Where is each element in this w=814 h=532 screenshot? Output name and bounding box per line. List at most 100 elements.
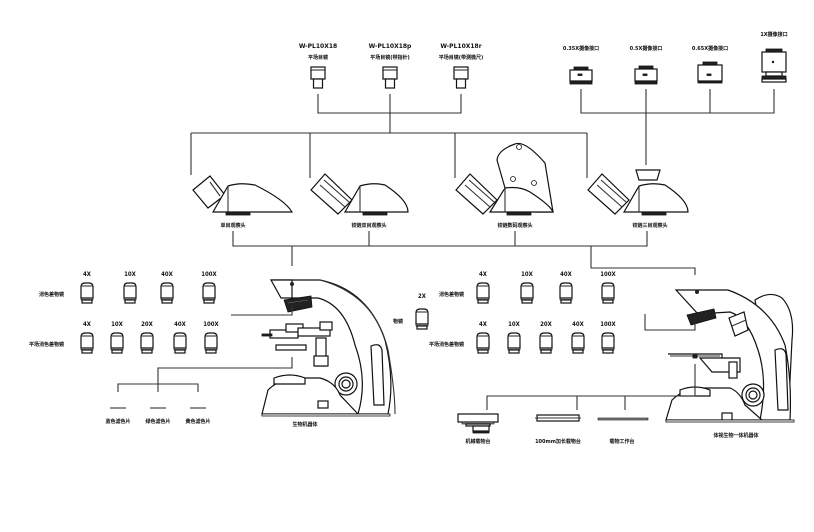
- objective-lens: 40X: [160, 271, 174, 304]
- filter-green: 绿色滤色片: [145, 407, 171, 425]
- objective-body-icon: [539, 332, 553, 349]
- left-objectives: 消色差物镜 平场消色差物镜 4X 10X 40X 100X 4X 10X 20X 40X 10…: [29, 271, 220, 354]
- head-digital: 铰链数码观察头: [455, 142, 554, 229]
- objective-magnification: 4X: [479, 321, 488, 328]
- objective-body-icon: [80, 282, 94, 299]
- eyepiece-model: W-PL10X18: [299, 43, 337, 50]
- objective-lens: 10X: [123, 271, 137, 304]
- extended-stage: 100mm加长载物台: [535, 414, 581, 445]
- objective-body-icon: [80, 332, 94, 349]
- achromatic-objective-label: 消色差物镜: [39, 291, 64, 298]
- stage-platform: 载物工作台: [597, 417, 649, 445]
- objective-body-icon: [559, 282, 573, 299]
- head-monocular: 单目观察头: [192, 175, 294, 229]
- objective-body-icon: [160, 282, 174, 299]
- heads-bottom-connector: [232, 231, 696, 275]
- objective-magnification: 4X: [479, 271, 488, 278]
- objective-magnification: 40X: [161, 271, 174, 278]
- eyepiece-1: W-PL10X18 平场目镜: [299, 43, 337, 89]
- objective-lens: 10X: [507, 321, 521, 354]
- objective-magnification: 100X: [201, 271, 217, 278]
- objective-body-icon: [204, 332, 218, 349]
- body-label: 生物机器体: [292, 421, 318, 428]
- svg-text:蓝色滤色片: 蓝色滤色片: [105, 418, 130, 425]
- objective-magnification: 10X: [124, 271, 137, 278]
- objective-body-icon: [140, 332, 154, 349]
- objective-magnification: 100X: [203, 321, 219, 328]
- adapter-label: 0.5X摄像接口: [630, 45, 663, 52]
- objective-body-icon: [173, 332, 187, 349]
- camera-adapter-1: 0.35X摄像接口: [563, 45, 599, 85]
- objective-lens: 2X: [415, 293, 429, 330]
- head-label: 铰链双目观察头: [351, 222, 386, 229]
- objective-lens: 100X: [201, 271, 218, 304]
- objective-body-icon: [110, 332, 124, 349]
- head-label: 铰链三目观察头: [632, 222, 667, 229]
- objective-body-icon: [601, 282, 615, 299]
- objective-magnification: 4X: [83, 271, 92, 278]
- objective-lens: 20X: [539, 321, 553, 354]
- heads-connector: [190, 132, 588, 178]
- plan-objective-label: 平场消色差物镜: [29, 341, 64, 348]
- objective-body-icon: [476, 332, 490, 349]
- head-binocular: 铰链双目观察头: [310, 173, 409, 229]
- eyepiece-desc: 平场目镜(带指针): [370, 54, 410, 61]
- objective-lens: 4X: [80, 321, 94, 354]
- left-microscope-body: 生物机器体: [117, 279, 396, 428]
- objective-magnification: 10X: [521, 271, 534, 278]
- adapter-label: 0.35X摄像接口: [563, 45, 599, 52]
- objective-magnification: 20X: [540, 321, 553, 328]
- filter-group: 蓝色滤色片 绿色滤色片 黄色滤色片: [105, 407, 211, 425]
- objective-lens: 100X: [203, 321, 220, 354]
- objective-magnification: 10X: [111, 321, 124, 328]
- body-label: 体视生物一体机器体: [713, 432, 759, 439]
- objective-lens: 40X: [559, 271, 573, 304]
- svg-text:绿色滤色片: 绿色滤色片: [145, 418, 170, 425]
- objective-body-icon: [476, 282, 490, 299]
- adapter-connector: [580, 89, 775, 165]
- camera-adapter-3: 0.65X摄像接口: [692, 45, 728, 84]
- right-microscope-body: 体视生物一体机器体: [486, 289, 795, 439]
- objective-magnification: 100X: [600, 321, 616, 328]
- objective-body-icon: [520, 282, 534, 299]
- eyepiece-desc: 平场目镜(带测微尺): [439, 54, 484, 61]
- camera-adapter-2: 0.5X摄像接口: [630, 45, 663, 85]
- svg-text:100mm加长载物台: 100mm加长载物台: [535, 438, 581, 445]
- objective-lens: 4X: [476, 271, 490, 304]
- eyepiece-model: W-PL10X18r: [440, 43, 481, 50]
- objective-body-icon: [202, 282, 216, 299]
- objective-magnification: 2X: [418, 293, 427, 300]
- objective-lens: 4X: [80, 271, 94, 304]
- head-trinocular: 铰链三目观察头: [587, 169, 689, 229]
- objective-lens: 4X: [476, 321, 490, 354]
- eyepiece-desc: 平场目镜: [308, 54, 328, 61]
- filter-blue: 蓝色滤色片: [105, 407, 131, 425]
- svg-text:黄色滤色片: 黄色滤色片: [185, 418, 210, 425]
- eyepiece-model: W-PL10X18p: [369, 43, 412, 50]
- head-label: 单目观察头: [220, 222, 245, 229]
- eyepiece-3: W-PL10X18r 平场目镜(带测微尺): [439, 43, 484, 89]
- camera-adapter-4: 1X摄像接口: [760, 31, 788, 83]
- objective-lens: 100X: [600, 271, 617, 304]
- achromatic-objective-label: 消色差物镜: [439, 291, 464, 298]
- stage-accessory-group: 机械载物台 100mm加长载物台 载物工作台: [457, 413, 649, 445]
- objective-lens: 40X: [571, 321, 585, 354]
- camera-adapter-group: 0.35X摄像接口 0.5X摄像接口 0.65X摄像接口 1X摄像接口: [563, 31, 788, 165]
- eyepiece-group: W-PL10X18 平场目镜 W-PL10X18p 平场目镜(带指针) W-PL…: [299, 43, 483, 133]
- objective-body-icon: [571, 332, 585, 349]
- objective-lens: 20X: [140, 321, 154, 354]
- objective-lens: 10X: [110, 321, 124, 354]
- objective-magnification: 10X: [508, 321, 521, 328]
- head-label: 铰链数码观察头: [497, 222, 532, 229]
- svg-text:载物工作台: 载物工作台: [609, 438, 634, 445]
- eyepiece-connector: [317, 94, 462, 133]
- objective-magnification: 40X: [572, 321, 585, 328]
- objective-lens: 10X: [520, 271, 534, 304]
- objective-lens: 40X: [173, 321, 187, 354]
- svg-text:机械载物台: 机械载物台: [464, 438, 490, 445]
- objective-body-icon: [507, 332, 521, 349]
- filter-yellow: 黄色滤色片: [185, 407, 211, 425]
- objective-body-icon: [123, 282, 137, 299]
